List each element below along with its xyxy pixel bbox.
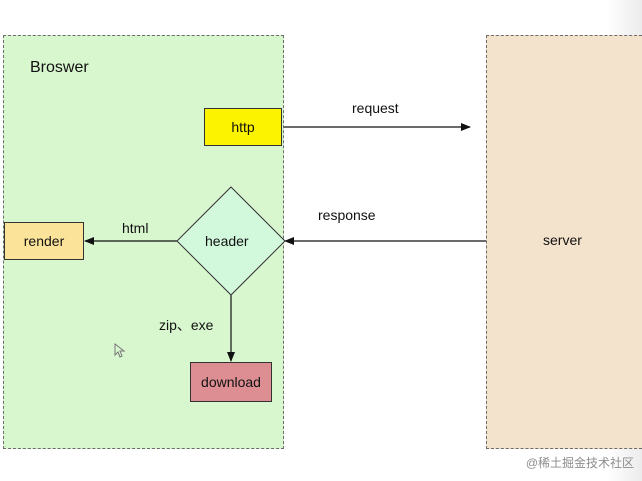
http-node: http bbox=[204, 108, 282, 146]
download-node-label: download bbox=[201, 374, 261, 390]
header-diamond bbox=[176, 186, 286, 296]
html-label: html bbox=[122, 220, 149, 236]
render-node-label: render bbox=[23, 233, 65, 249]
server-label: server bbox=[543, 232, 582, 248]
watermark: @稀土掘金技术社区 bbox=[525, 456, 634, 470]
render-node: render bbox=[4, 222, 84, 260]
server-container bbox=[486, 35, 642, 449]
response-label: response bbox=[318, 207, 376, 223]
http-node-label: http bbox=[231, 119, 255, 135]
download-node: download bbox=[190, 362, 272, 402]
header-node-label: header bbox=[205, 233, 249, 249]
zip-exe-label: zip、exe bbox=[159, 317, 214, 333]
browser-title: Broswer bbox=[30, 59, 89, 76]
mouse-pointer-icon bbox=[114, 343, 126, 358]
request-label: request bbox=[352, 100, 399, 116]
